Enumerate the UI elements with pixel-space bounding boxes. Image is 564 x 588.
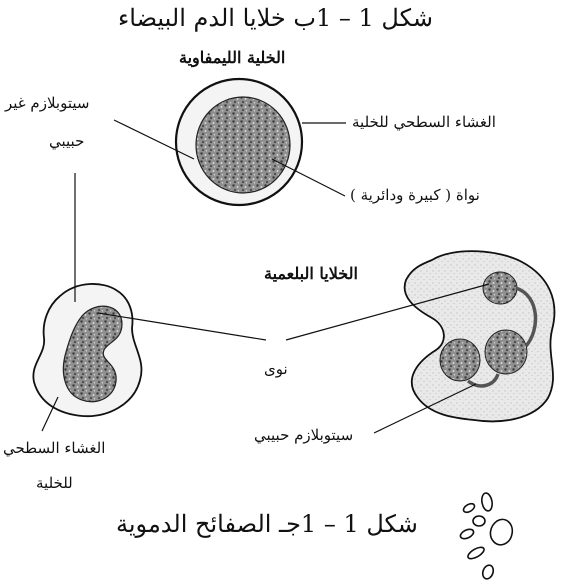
label-nuclei: نوى [264,360,288,378]
label-agranular-cytoplasm-line1: سيتوبلازم غير [5,94,89,112]
lymphocyte-heading: الخلية الليمفاوية [179,48,285,67]
neutrophil-cell [405,251,555,421]
label-surface-membrane-line1: الغشاء السطحي [3,439,105,457]
platelets [459,492,512,580]
label-granular-cytoplasm: سيتوبلازم حبيبي [254,426,353,444]
monocyte-cell [33,284,141,416]
lymphocyte-cell [176,79,302,205]
neutrophil-nucleus-lobe-mid [485,330,527,374]
figure-b-title: شكل 1 – 1ب خلايا الدم البيضاء [118,4,433,33]
phagocytes-heading: الخلايا البلعمية [264,264,358,283]
label-cell-membrane: الغشاء السطحي للخلية [352,113,496,131]
platelet [466,545,486,561]
platelet [473,516,485,526]
platelet [481,564,495,581]
label-nucleus-large-round: نواة ( كبيرة ودائرية ) [350,186,480,204]
platelet [481,492,494,511]
platelet [459,527,475,540]
label-agranular-cytoplasm-line2: حبيبي [49,132,84,150]
platelet [462,502,476,514]
neutrophil-nucleus-lobe-top [483,272,517,304]
lymphocyte-nucleus [196,97,290,193]
label-surface-membrane-line2: للخلية [36,474,73,492]
platelet [490,519,512,544]
neutrophil-nucleus-lobe-left [440,339,480,381]
figure-c-title: شكل 1 – 1جـ الصفائح الدموية [116,510,418,539]
